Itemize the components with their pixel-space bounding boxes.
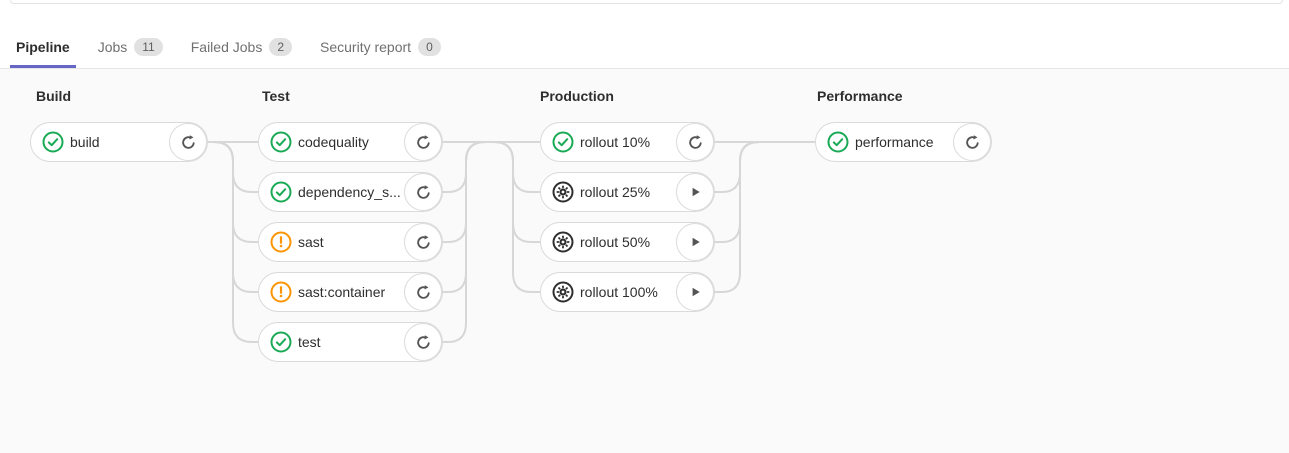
- job-pill-rollout-10[interactable]: rollout 10%: [540, 122, 715, 162]
- tab-failed-jobs[interactable]: Failed Jobs 2: [185, 28, 298, 68]
- stage-header-build: Build: [36, 88, 71, 104]
- retry-job-button[interactable]: [676, 123, 714, 161]
- status-warning-icon: [270, 281, 292, 303]
- retry-job-button[interactable]: [953, 123, 991, 161]
- status-warning-icon: [270, 231, 292, 253]
- job-pill-test[interactable]: test: [258, 322, 443, 362]
- tab-failed-jobs-label: Failed Jobs: [190, 38, 263, 55]
- tab-security-report[interactable]: Security report 0: [314, 28, 447, 68]
- stage-header-production: Production: [540, 88, 614, 104]
- job-label: sast:container: [298, 284, 386, 300]
- status-success-icon: [827, 131, 849, 153]
- stage-header-performance: Performance: [817, 88, 903, 104]
- status-manual-icon: [552, 181, 574, 203]
- job-pill-rollout-25[interactable]: rollout 25%: [540, 172, 715, 212]
- status-success-icon: [42, 131, 64, 153]
- tab-jobs[interactable]: Jobs 11: [92, 28, 169, 68]
- status-manual-icon: [552, 231, 574, 253]
- job-pill-build[interactable]: build: [30, 122, 208, 162]
- job-label: rollout 100%: [580, 284, 658, 300]
- stage-header-test: Test: [262, 88, 290, 104]
- tab-jobs-count-badge: 11: [134, 37, 163, 56]
- status-manual-icon: [552, 281, 574, 303]
- retry-job-button[interactable]: [169, 123, 207, 161]
- tab-jobs-label: Jobs: [97, 38, 128, 55]
- tab-pipeline-label: Pipeline: [16, 38, 70, 55]
- retry-job-button[interactable]: [404, 123, 442, 161]
- job-pill-rollout-100[interactable]: rollout 100%: [540, 272, 715, 312]
- job-pill-codequality[interactable]: codequality: [258, 122, 443, 162]
- tab-pipeline[interactable]: Pipeline: [10, 28, 76, 68]
- job-label: sast: [298, 234, 324, 250]
- play-job-button[interactable]: [676, 173, 714, 211]
- job-label: codequality: [298, 134, 369, 150]
- job-label: dependency_s...: [298, 184, 401, 200]
- cutoff-box-bottom-edge: [10, 0, 1283, 4]
- job-label: build: [70, 134, 100, 150]
- retry-job-button[interactable]: [404, 223, 442, 261]
- job-label: test: [298, 334, 321, 350]
- status-success-icon: [270, 331, 292, 353]
- tab-security-report-count-badge: 0: [418, 37, 441, 56]
- job-pill-rollout-50[interactable]: rollout 50%: [540, 222, 715, 262]
- play-job-button[interactable]: [676, 273, 714, 311]
- tabbar-divider: [0, 68, 1289, 69]
- job-label: rollout 50%: [580, 234, 651, 250]
- job-label: rollout 10%: [580, 134, 651, 150]
- status-success-icon: [270, 181, 292, 203]
- job-pill-dependency-scanning[interactable]: dependency_s...: [258, 172, 443, 212]
- tab-failed-jobs-count-badge: 2: [269, 37, 293, 56]
- retry-job-button[interactable]: [404, 323, 442, 361]
- job-label: rollout 25%: [580, 184, 651, 200]
- status-success-icon: [270, 131, 292, 153]
- job-label: performance: [855, 134, 934, 150]
- job-pill-sast[interactable]: sast: [258, 222, 443, 262]
- pipeline-tabbar: Pipeline Jobs 11 Failed Jobs 2 Security …: [10, 28, 1289, 68]
- retry-job-button[interactable]: [404, 173, 442, 211]
- tab-security-report-label: Security report: [320, 38, 412, 55]
- job-pill-performance[interactable]: performance: [815, 122, 992, 162]
- retry-job-button[interactable]: [404, 273, 442, 311]
- job-pill-sast-container[interactable]: sast:container: [258, 272, 443, 312]
- status-success-icon: [552, 131, 574, 153]
- play-job-button[interactable]: [676, 223, 714, 261]
